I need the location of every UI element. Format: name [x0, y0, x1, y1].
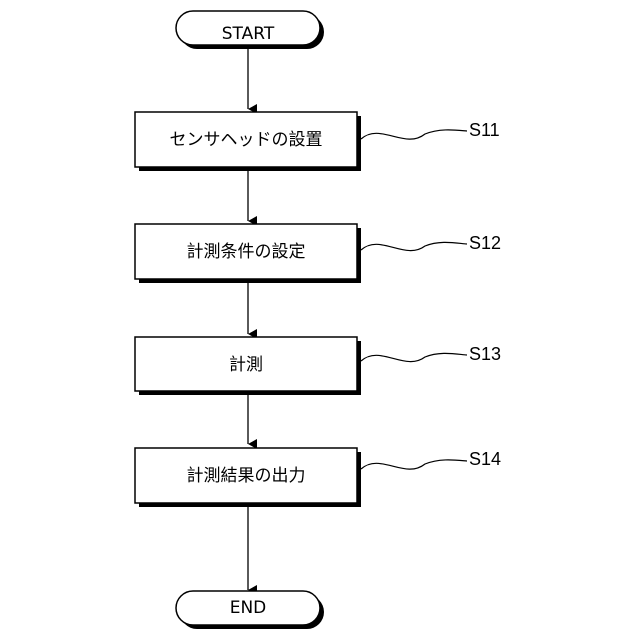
end-label: END [230, 598, 267, 618]
leader-line-s12 [361, 242, 467, 250]
leader-line-s11 [361, 130, 467, 139]
step-label: センサヘッドの設置 [170, 130, 323, 150]
step-label: 計測条件の設定 [187, 242, 306, 262]
process-step-s12: 計測条件の設定 [135, 224, 361, 283]
process-step-s11: センサヘッドの設置 [135, 112, 361, 171]
start-terminal: START [176, 11, 324, 49]
step-id-s13: S13 [469, 344, 501, 364]
leader-line-s14 [361, 460, 467, 469]
step-id-s14: S14 [469, 449, 501, 469]
start-label: START [222, 24, 275, 44]
step-label: 計測結果の出力 [187, 466, 306, 486]
process-step-s14: 計測結果の出力 [135, 448, 361, 507]
step-id-s11: S11 [469, 120, 500, 140]
leader-line-s13 [361, 353, 467, 361]
step-label: 計測 [229, 355, 263, 375]
step-id-s12: S12 [469, 233, 501, 253]
process-step-s13: 計測 [135, 337, 361, 395]
end-terminal: END [176, 591, 324, 629]
